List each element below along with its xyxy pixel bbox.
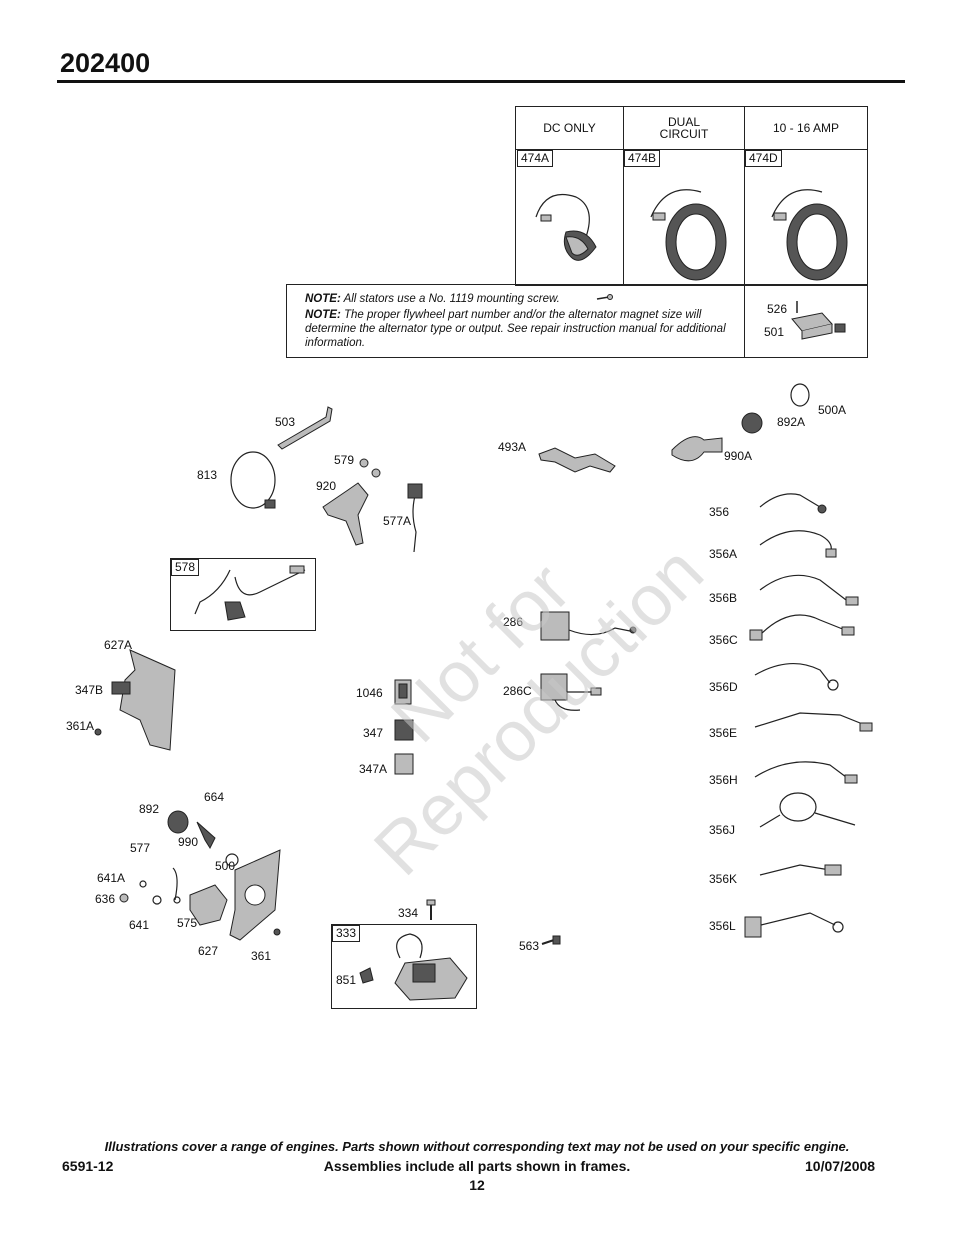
model-number: 202400	[60, 48, 151, 78]
stator-table: DC ONLY DUAL CIRCUIT 10 - 16 AMP 474A 47…	[515, 106, 868, 286]
part-label-577A: 577A	[383, 514, 412, 528]
mounting-screw-icon	[596, 294, 613, 300]
part-label-361A: 361A	[66, 719, 95, 733]
panel-627A-illustration	[94, 649, 176, 751]
regulator-illustration	[791, 301, 846, 340]
clamp-813-illustration	[230, 451, 276, 509]
ignition-coil-333-illustration	[359, 933, 468, 1001]
part-label-356J: 356J	[709, 823, 736, 837]
part-label-361: 361	[251, 949, 272, 963]
part-label-356: 356	[709, 505, 730, 519]
part-label-990A: 990A	[724, 449, 753, 463]
part-label-813: 813	[197, 468, 218, 482]
ignition-switch-892A-illustration	[671, 383, 810, 462]
part-label-356L: 356L	[709, 919, 736, 933]
module-286-illustration	[540, 611, 637, 641]
wire-harnesses-356-illustration	[744, 493, 873, 938]
part-label-892A: 892A	[777, 415, 806, 429]
starter-switch-cluster-illustration	[119, 810, 281, 941]
footer-page-number: 12	[469, 1177, 485, 1193]
part-label-356C: 356C	[709, 633, 738, 647]
part-label-356E: 356E	[709, 726, 738, 740]
footer-date: 10/07/2008	[805, 1158, 876, 1174]
part-label-503: 503	[275, 415, 296, 429]
part-label-356A: 356A	[709, 547, 738, 561]
part-label-501: 501	[764, 325, 785, 339]
part-label-356K: 356K	[709, 872, 738, 886]
part-label-636: 636	[95, 892, 116, 906]
part-label-627A: 627A	[104, 638, 133, 652]
screw-334-icon	[426, 899, 436, 920]
part-label-920: 920	[316, 479, 337, 493]
part-label-664: 664	[204, 790, 225, 804]
frame-333	[331, 924, 477, 1009]
notes-box: NOTE: All stators use a No. 1119 mountin…	[286, 284, 868, 358]
part-tag-333: 333	[332, 925, 361, 942]
part-label-500A: 500A	[818, 403, 847, 417]
part-label-641A: 641A	[97, 871, 126, 885]
part-tag-578: 578	[171, 559, 200, 576]
screw-563-icon	[541, 935, 561, 945]
stator-10-16-amp-illustration	[771, 189, 848, 281]
part-label-347B: 347B	[75, 683, 104, 697]
part-label-579: 579	[334, 453, 355, 467]
footer-doc-number: 6591-12	[62, 1158, 114, 1174]
part-tag-474A: 474A	[517, 150, 554, 167]
stator-header-dual-circuit: DUAL CIRCUIT	[659, 115, 709, 141]
module-286C-illustration	[540, 673, 602, 711]
footer-assemblies-note: Assemblies include all parts shown in fr…	[323, 1158, 631, 1174]
part-tag-474B: 474B	[624, 150, 661, 167]
part-label-347A: 347A	[359, 762, 388, 776]
stator-dual-circuit-illustration	[650, 189, 727, 281]
part-tag-474D: 474D	[745, 150, 782, 167]
part-label-500: 500	[215, 859, 236, 873]
part-label-286C: 286C	[503, 684, 532, 698]
bracket-493A-illustration	[538, 447, 616, 473]
footer-disclaimer: Illustrations cover a range of engines. …	[104, 1139, 850, 1154]
part-label-493A: 493A	[498, 440, 527, 454]
part-label-577: 577	[130, 841, 151, 855]
part-label-356B: 356B	[709, 591, 738, 605]
wire-577A-illustration	[407, 483, 423, 553]
switch-347A-illustration	[394, 753, 414, 775]
note-2: NOTE: The proper flywheel part number an…	[305, 308, 735, 350]
part-label-334: 334	[398, 906, 419, 920]
bracket-920-illustration	[322, 458, 381, 546]
note-1-label: NOTE:	[305, 293, 341, 305]
part-label-1046: 1046	[356, 686, 383, 700]
note-2-text: The proper flywheel part number and/or t…	[305, 309, 726, 349]
part-label-990: 990	[178, 835, 199, 849]
part-label-575: 575	[177, 916, 198, 930]
part-label-627: 627	[198, 944, 219, 958]
stator-header-dc-only: DC ONLY	[543, 121, 596, 135]
part-label-356D: 356D	[709, 680, 738, 694]
part-label-851: 851	[336, 973, 357, 987]
part-label-892: 892	[139, 802, 160, 816]
part-label-286: 286	[503, 615, 524, 629]
part-label-563: 563	[519, 939, 540, 953]
part-label-641: 641	[129, 918, 150, 932]
part-label-347: 347	[363, 726, 384, 740]
stator-header-10-16-amp: 10 - 16 AMP	[772, 121, 840, 135]
part-label-526: 526	[767, 302, 788, 316]
switch-347-illustration	[394, 719, 414, 741]
switch-1046-illustration	[394, 679, 412, 705]
harness-578-illustration	[194, 565, 306, 621]
bracket-503-illustration	[277, 406, 333, 450]
frame-578	[170, 558, 316, 631]
title-divider	[57, 80, 905, 83]
note-1: NOTE: All stators use a No. 1119 mountin…	[305, 292, 725, 306]
part-label-356H: 356H	[709, 773, 738, 787]
stator-dc-only-illustration	[535, 193, 597, 261]
note-2-label: NOTE:	[305, 309, 341, 321]
note-1-text: All stators use a No. 1119 mounting scre…	[343, 293, 560, 305]
